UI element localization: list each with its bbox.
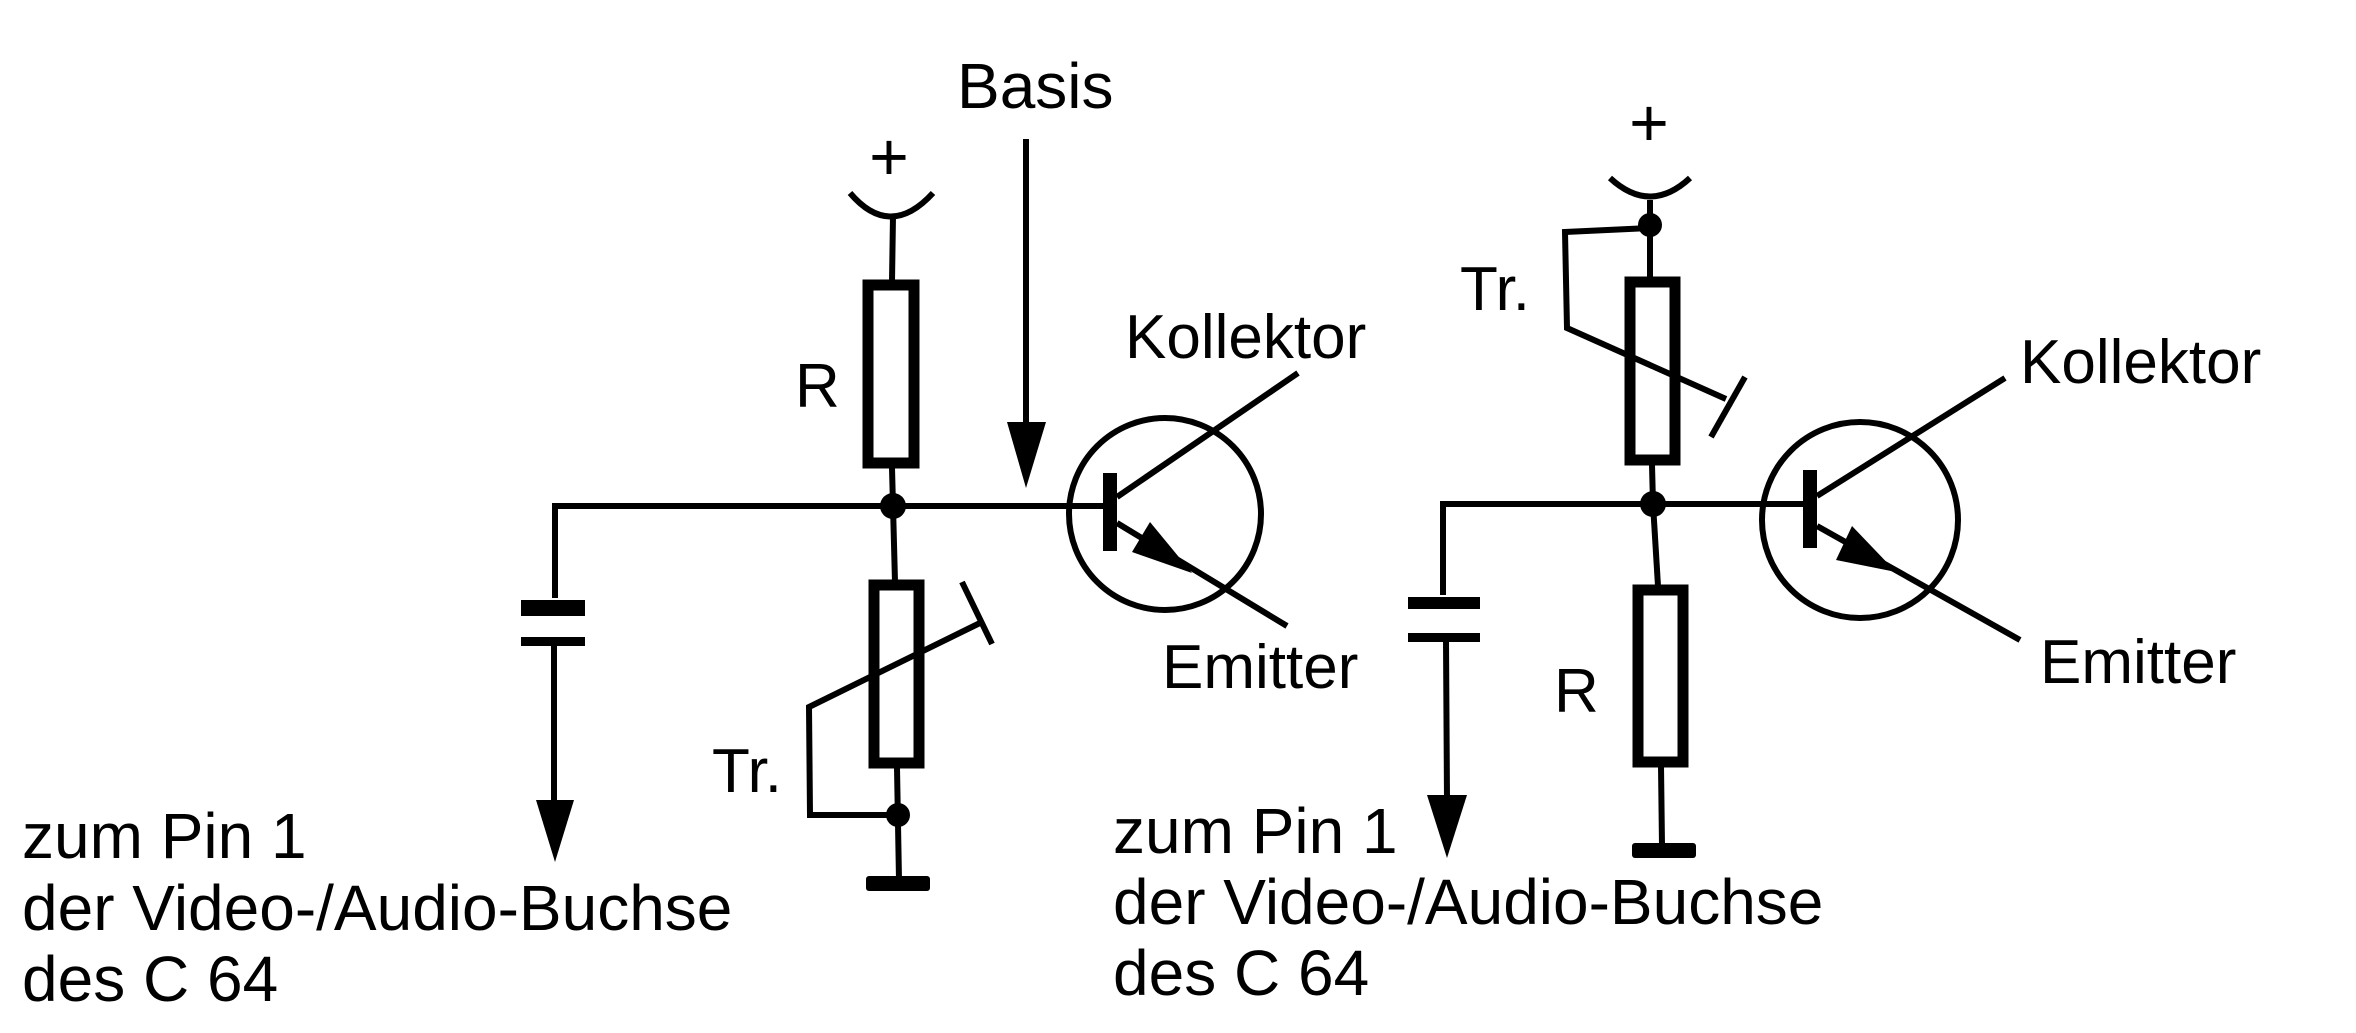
right-capacitor-plate-bottom (1408, 633, 1480, 642)
left-wiper-junction-dot (886, 803, 910, 827)
left-capacitor-plate-bottom (521, 637, 585, 646)
right-output-lead (1443, 640, 1450, 801)
left-trimmer-wiper-tbar (959, 580, 995, 646)
right-output-note-line-3: des C 64 (1113, 937, 1369, 1009)
right-emitter-arrow-icon (1836, 526, 1896, 572)
right-capacitor-plate-top (1408, 597, 1480, 609)
right-transistor-collector (1815, 375, 2007, 499)
left-output-note-line-3: des C 64 (22, 943, 278, 1015)
left-resistor-r (862, 279, 920, 469)
right-trimmer-label: Tr. (1460, 255, 1530, 324)
right-resistor-r (1632, 584, 1689, 768)
left-transistor-base-bar (1103, 473, 1117, 551)
left-transistor-envelope (1066, 415, 1264, 613)
right-supply-plus-label: + (1629, 85, 1669, 161)
left-circuit: + R Tr. Basis Kollektor (22, 50, 1366, 1015)
left-output-arrow-icon (536, 800, 574, 862)
left-emitter-arrow-icon (1132, 522, 1192, 573)
left-emitter-label: Emitter (1162, 633, 1358, 702)
right-resistor-lead-bottom (1658, 765, 1665, 847)
left-transistor-collector (1115, 370, 1300, 500)
left-output-note: zum Pin 1 der Video-/Audio-Buchse des C … (22, 800, 750, 1015)
right-output-note-line-1: zum Pin 1 (1113, 795, 1398, 867)
right-resistor-label: R (1554, 657, 1599, 726)
left-basis-arrow-icon (1007, 422, 1046, 488)
right-collector-label: Kollektor (2020, 328, 2261, 397)
left-supply-plus-label: + (869, 119, 909, 195)
right-output-note: zum Pin 1 der Video-/Audio-Buchse des C … (1113, 795, 1841, 1009)
right-output-arrow-icon (1427, 795, 1467, 858)
right-ground-icon (1632, 843, 1696, 858)
right-trimmer-wiper-tbar (1708, 375, 1748, 439)
right-transistor-envelope (1759, 419, 1961, 621)
right-output-note-line-2: der Video-/Audio-Buchse (1113, 866, 1823, 938)
right-base-wire (1440, 501, 1810, 595)
left-output-note-line-2: der Video-/Audio-Buchse (22, 872, 732, 944)
left-trimmer-wiper (805, 619, 984, 818)
left-base-wire (552, 503, 1110, 598)
left-resistor-label: R (795, 352, 840, 421)
right-supply-junction-dot (1638, 213, 1662, 237)
left-output-note-line-1: zum Pin 1 (22, 800, 307, 872)
left-collector-label: Kollektor (1125, 303, 1366, 372)
left-trimmer-lead-top (890, 505, 898, 583)
right-supply-terminal-icon (1607, 175, 1693, 200)
left-trimmer-label: Tr. (712, 737, 782, 806)
left-supply-terminal-icon (847, 190, 936, 220)
right-circuit: + Tr. R Kollektor Emitter z (1113, 85, 2261, 1009)
right-trimmer-wiper (1561, 225, 1728, 402)
left-supply-lead (889, 215, 896, 282)
right-resistor-lead-top (1650, 503, 1661, 587)
right-transistor-base-bar (1803, 470, 1817, 548)
left-capacitor-plate-top (521, 600, 585, 616)
left-ground-icon (866, 876, 930, 891)
right-emitter-label: Emitter (2040, 628, 2236, 697)
left-basis-label: Basis (957, 50, 1114, 122)
